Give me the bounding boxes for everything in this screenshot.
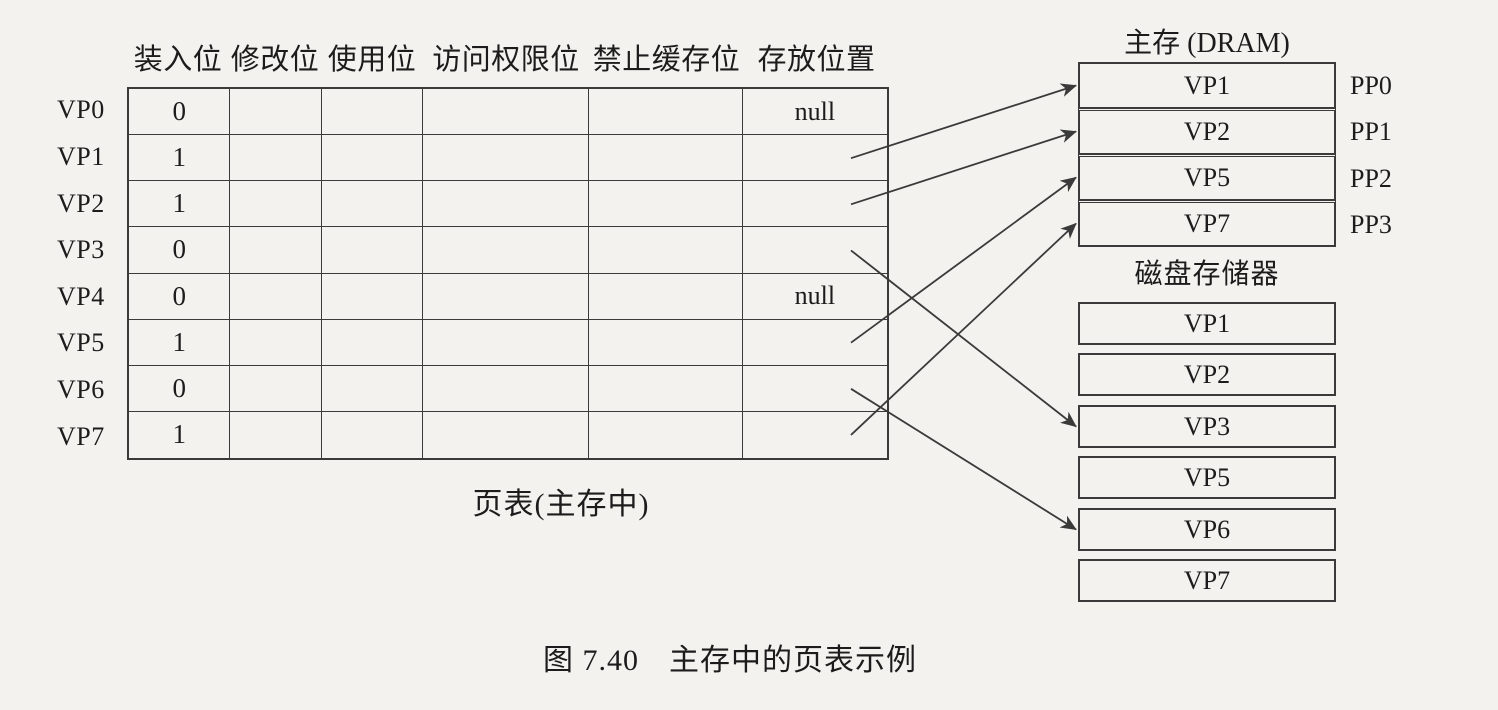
page-table-cell-VP2-col1 (230, 181, 322, 228)
column-header-3: 访问权限位 (432, 44, 580, 76)
page-table-cell-VP5-col3 (423, 319, 589, 366)
disk-page-VP2: VP2 (1078, 353, 1336, 396)
figure-caption-label: 图 7.40 (543, 644, 639, 677)
page-table-cell-VP2-col2 (321, 181, 424, 228)
page-table-cell-VP2-col3 (423, 181, 589, 228)
dram-title: 主存 (DRAM) (1124, 28, 1290, 59)
disk-page-VP5: VP5 (1078, 456, 1336, 499)
disk-page-VP7: VP7 (1078, 559, 1336, 602)
page-table-cell-VP2-col0: 1 (129, 181, 231, 228)
page-table-cell-VP7-col3 (423, 411, 589, 458)
page-table-cell-VP0-col5: null (742, 89, 887, 136)
page-table-cell-VP0-col2 (321, 89, 424, 136)
figure-caption: 图 7.40 主存中的页表示例 (0, 636, 1460, 678)
column-header-0: 装入位 (133, 44, 223, 76)
column-header-2: 使用位 (327, 44, 417, 76)
page-table-cell-VP7-col2 (322, 411, 424, 458)
row-label-VP4: VP4 (57, 281, 105, 311)
column-header-4: 禁止缓存位 (592, 44, 741, 76)
dram-page-VP5: VP5 (1078, 154, 1336, 201)
page-table-cell-VP1-col5 (742, 135, 887, 182)
disk-page-VP3: VP3 (1078, 405, 1336, 448)
pp-label-PP1: PP1 (1350, 117, 1392, 146)
page-table-cell-VP1-col2 (321, 135, 424, 182)
page-table-caption: 页表(主存中) (472, 488, 650, 521)
column-header-1: 修改位 (230, 44, 320, 76)
dram-page-VP7: VP7 (1078, 200, 1336, 247)
page-table-cell-VP0-col0: 0 (129, 89, 231, 136)
page-table-cell-VP3-col3 (423, 227, 589, 274)
page-table-cell-VP6-col2 (321, 365, 424, 412)
page-table-cell-VP6-col1 (230, 365, 322, 412)
page-table-cell-VP0-col4 (588, 89, 743, 136)
disk-page-VP1: VP1 (1078, 302, 1336, 345)
row-label-VP2: VP2 (57, 188, 105, 218)
page-table-cell-VP7-col5 (743, 412, 887, 458)
page-table-cell-VP6-col0: 0 (129, 365, 231, 412)
page-table-cell-VP3-col4 (588, 227, 743, 274)
page-table-cell-VP6-col4 (588, 365, 743, 412)
row-label-VP1: VP1 (57, 141, 105, 171)
dram-page-VP2: VP2 (1078, 108, 1336, 155)
page-table-cell-VP6-col5 (742, 366, 887, 412)
page-table-cell-VP2-col4 (588, 181, 743, 228)
page-table-cell-VP0-col3 (423, 89, 589, 136)
page-table-cell-VP7-col1 (230, 411, 322, 458)
page-table-cell-VP5-col5 (742, 320, 887, 366)
page-table-cell-VP4-col2 (321, 273, 424, 320)
page-table-cell-VP1-col4 (588, 135, 743, 182)
page-table-cell-VP4-col4 (588, 273, 743, 320)
pp-label-PP0: PP0 (1350, 70, 1392, 100)
page-table-cell-VP4-col1 (230, 273, 322, 320)
pp-label-PP3: PP3 (1350, 210, 1392, 239)
page-table-cell-VP5-col1 (230, 319, 322, 366)
page-table-cell-VP1-col1 (230, 135, 322, 182)
dram-page-VP1: VP1 (1078, 62, 1336, 109)
disk-title: 磁盘存储器 (1134, 259, 1280, 290)
page-table-column-headers: 装入位修改位使用位访问权限位禁止缓存位存放位置 (127, 34, 889, 80)
page-table-cell-VP5-col0: 1 (129, 319, 231, 366)
page-table-cell-VP0-col1 (230, 89, 322, 136)
page-table-cell-VP7-col0: 1 (129, 411, 231, 458)
page-table-cell-VP1-col0: 1 (129, 135, 231, 182)
page-table-cell-VP2-col5 (742, 181, 887, 228)
row-label-VP7: VP7 (57, 421, 105, 451)
page-table-cell-VP3-col1 (230, 227, 322, 274)
page-table-cell-VP6-col3 (423, 365, 589, 412)
page-table-cell-VP5-col4 (588, 319, 743, 366)
page-table-cell-VP4-col3 (423, 273, 589, 320)
page-table-cell-VP3-col2 (321, 227, 424, 274)
row-label-VP3: VP3 (57, 235, 105, 265)
row-label-VP0: VP0 (57, 95, 105, 125)
page-table-cell-VP4-col5: null (742, 274, 887, 320)
page-table-cell-VP3-col0: 0 (129, 227, 231, 274)
figure-caption-title: 主存中的页表示例 (669, 644, 917, 677)
page-table-cell-VP1-col3 (423, 135, 589, 182)
page-table-cell-VP5-col2 (321, 319, 424, 366)
row-label-VP5: VP5 (57, 328, 105, 358)
column-header-5: 存放位置 (757, 44, 876, 76)
row-label-VP6: VP6 (57, 375, 105, 405)
pp-label-PP2: PP2 (1350, 163, 1392, 193)
page-table-cell-VP7-col4 (589, 411, 743, 458)
disk-page-VP6: VP6 (1078, 508, 1336, 551)
page-table-cell-VP4-col0: 0 (129, 273, 231, 320)
page-table-cell-VP3-col5 (742, 227, 887, 274)
